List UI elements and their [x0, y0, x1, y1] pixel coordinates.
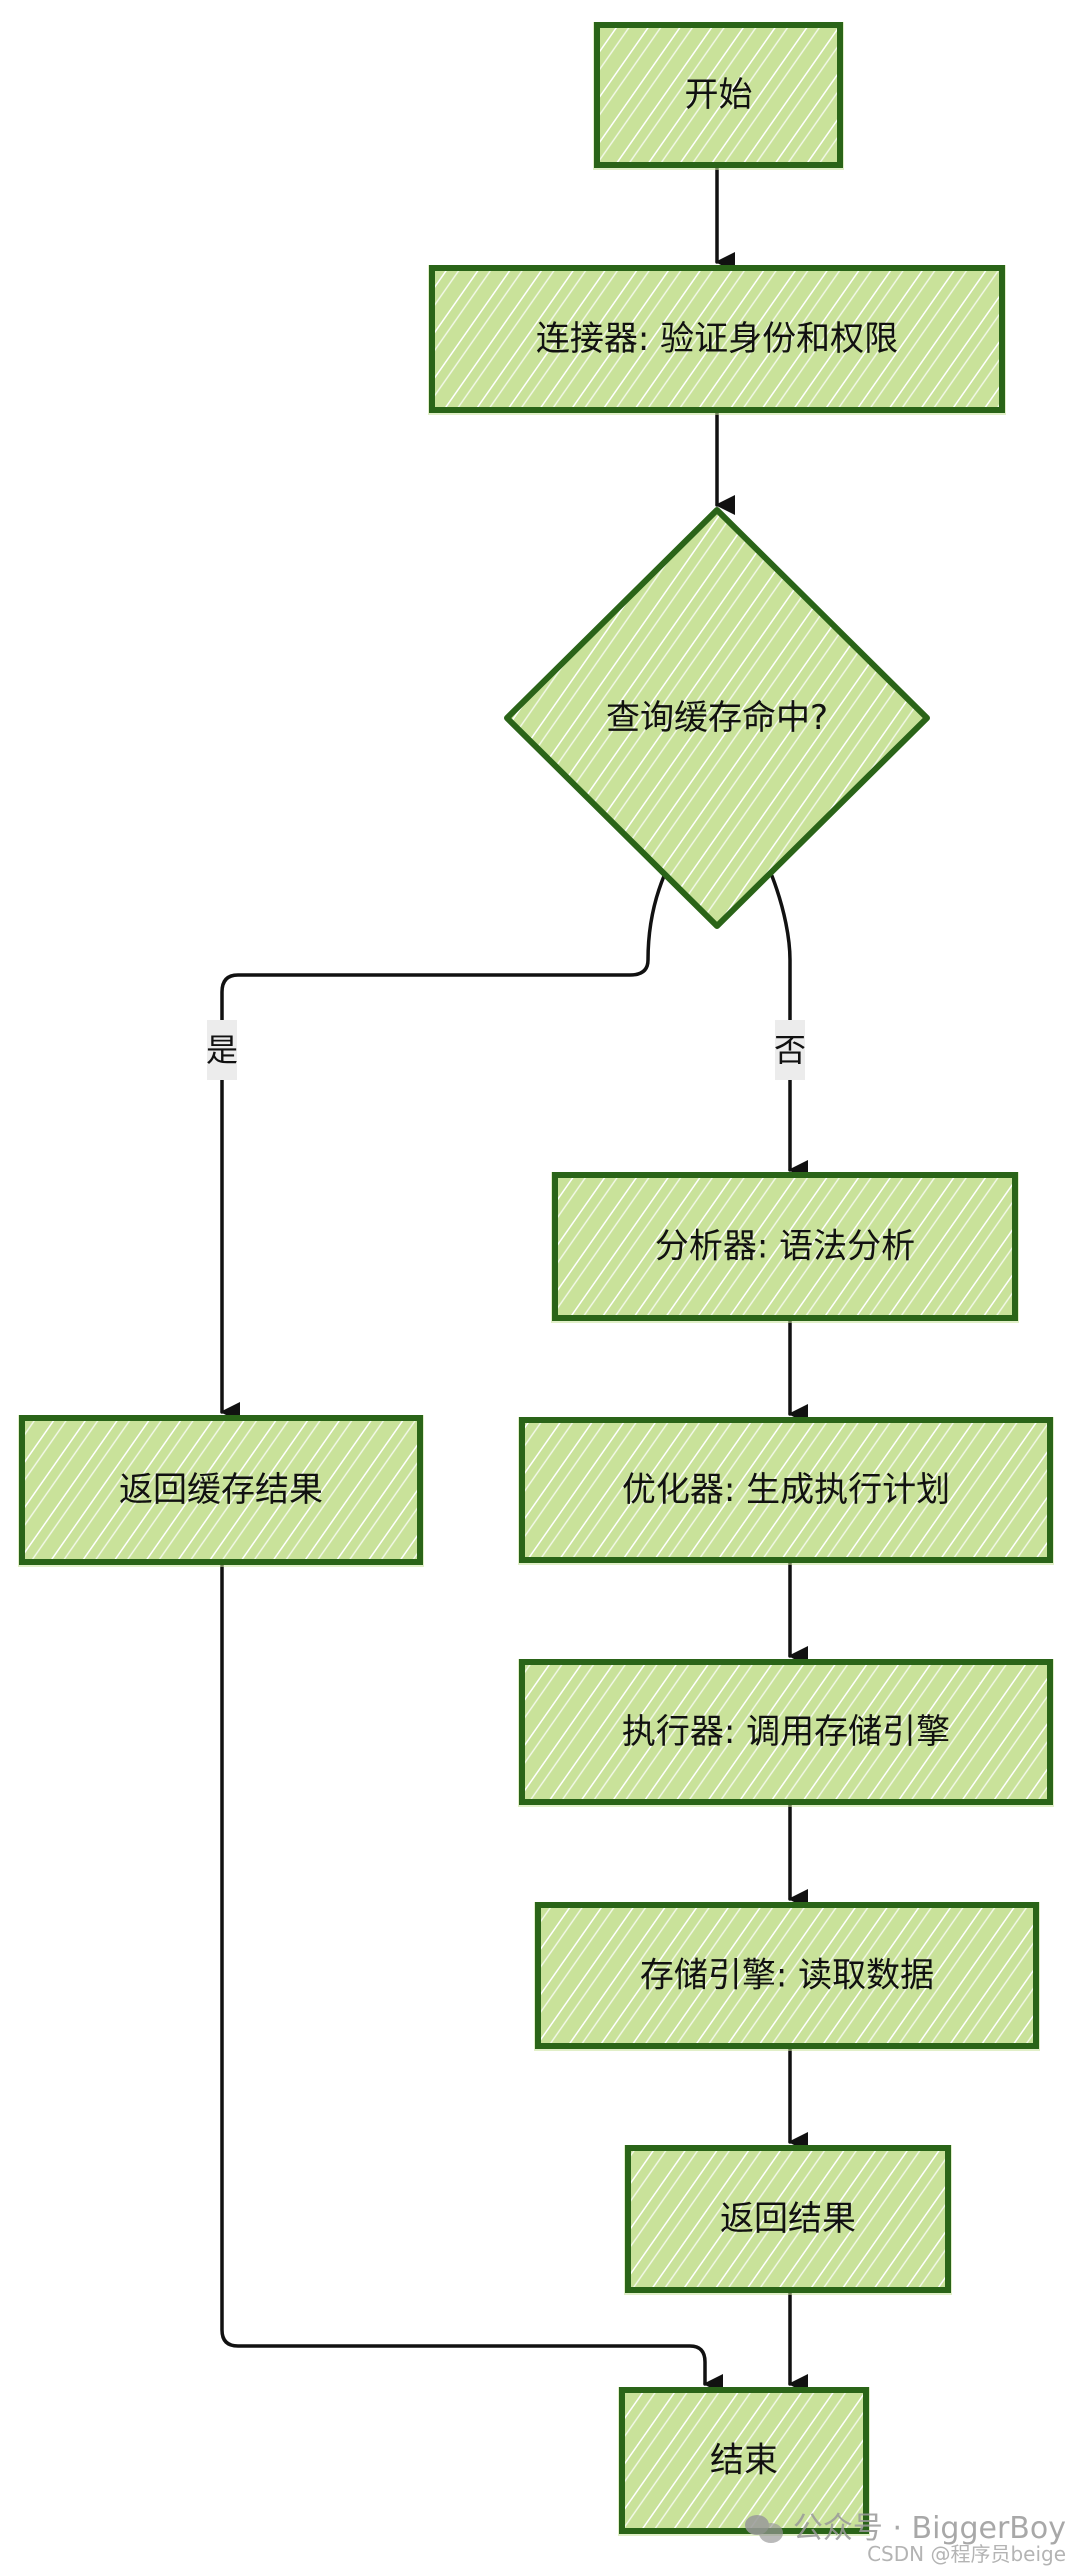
process-shape — [535, 1902, 1039, 2049]
edge-cache-hit-to-analyzer — [770, 874, 808, 1180]
node-label: 执行器: 调用存储引擎 — [622, 1712, 950, 1752]
node-start: 开始 — [593, 22, 844, 170]
node-end: 结束 — [618, 2387, 870, 2536]
watermark-main: 公众号 · BiggerBoy — [744, 2510, 1066, 2546]
node-connector: 连接器: 验证身份和权限 — [428, 265, 1006, 415]
node-label: 开始 — [685, 75, 753, 115]
process-shape — [429, 265, 1005, 413]
process-shape — [552, 1172, 1018, 1321]
edge-cache-hit-to-return-cache — [220, 874, 666, 1422]
node-label: 存储引擎: 读取数据 — [640, 1956, 934, 1996]
edges — [220, 166, 808, 2394]
node-executor: 执行器: 调用存储引擎 — [518, 1659, 1054, 1807]
node-label: 返回缓存结果 — [119, 1470, 323, 1510]
wechat-icon — [744, 2513, 785, 2544]
watermark: 公众号 · BiggerBoy CSDN @程序员beige — [744, 2510, 1066, 2566]
edge-label-bg — [775, 1020, 805, 1080]
edge-return-cache-to-end — [220, 1563, 723, 2394]
node-label: 优化器: 生成执行计划 — [622, 1470, 950, 1510]
node-label: 结束 — [710, 2441, 778, 2481]
process-shape — [625, 2145, 951, 2293]
process-shape — [19, 1415, 423, 1565]
edge-label: 否 — [774, 1020, 806, 1080]
edge-label-text: 否 — [774, 1031, 806, 1069]
node-label: 返回结果 — [720, 2199, 856, 2239]
node-label: 查询缓存命中? — [606, 698, 828, 738]
process-shape — [519, 1659, 1053, 1805]
node-storage: 存储引擎: 读取数据 — [534, 1902, 1040, 2051]
node-label: 分析器: 语法分析 — [655, 1227, 915, 1267]
edge-labels: 是否 — [206, 1020, 806, 1080]
process-shape — [519, 1417, 1053, 1563]
edge-label: 是 — [206, 1020, 238, 1080]
node-return-cache: 返回缓存结果 — [18, 1415, 424, 1567]
process-shape — [619, 2387, 869, 2534]
decision-shape — [504, 507, 930, 929]
node-cache-hit: 查询缓存命中? — [504, 507, 930, 929]
watermark-main-text: 公众号 · BiggerBoy — [792, 2510, 1066, 2546]
edge-label-bg — [207, 1020, 237, 1080]
node-analyzer: 分析器: 语法分析 — [551, 1172, 1019, 1323]
node-label: 连接器: 验证身份和权限 — [536, 319, 898, 359]
watermark-sub: CSDN @程序员beige — [867, 2542, 1066, 2566]
node-optimizer: 优化器: 生成执行计划 — [518, 1417, 1054, 1565]
edge-label-text: 是 — [206, 1031, 238, 1069]
process-shape — [594, 22, 843, 168]
node-return-result: 返回结果 — [624, 2145, 952, 2295]
